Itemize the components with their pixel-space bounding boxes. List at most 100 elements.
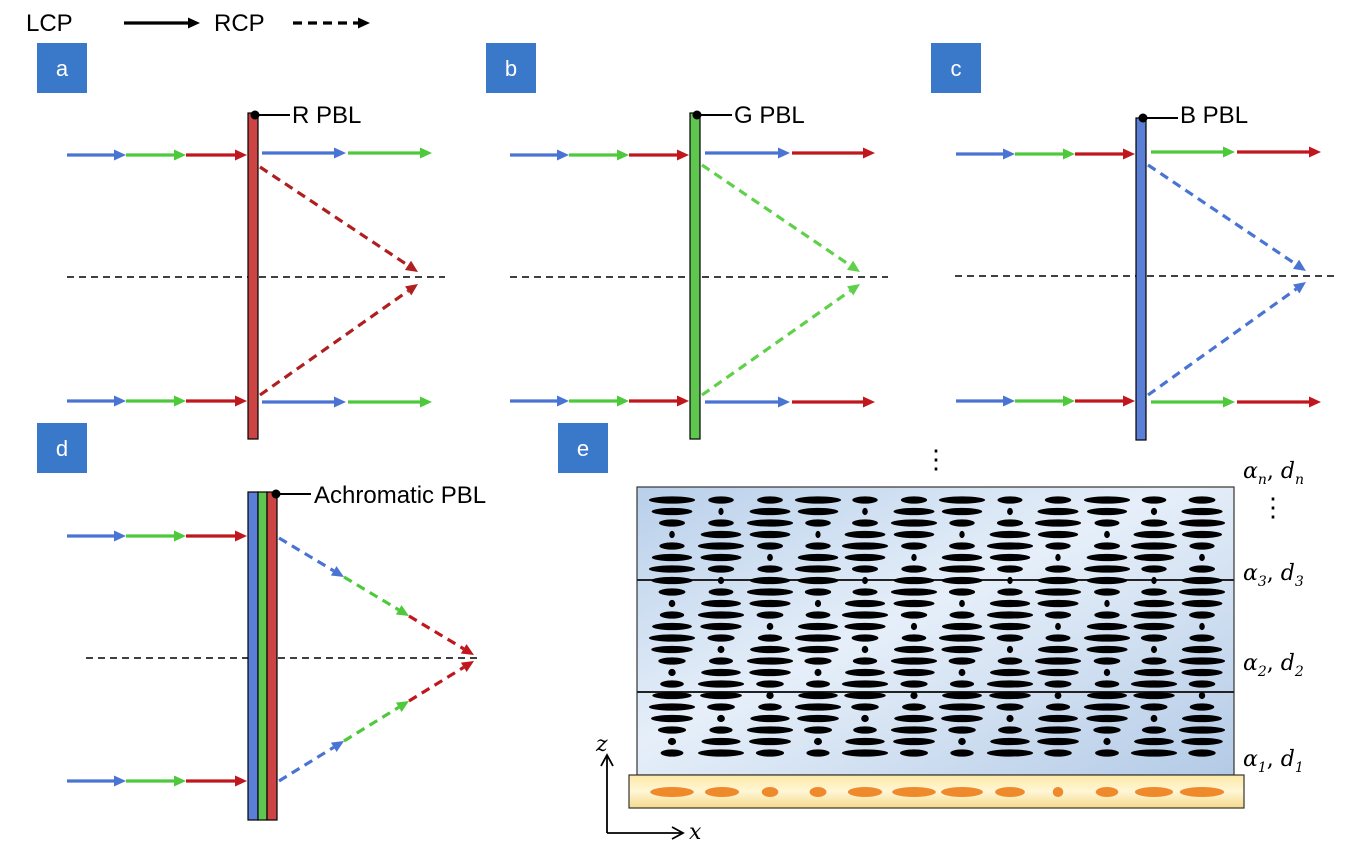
lc-molecule (1150, 714, 1158, 723)
lc-molecule (852, 657, 878, 665)
lc-molecule (893, 507, 935, 516)
lc-molecule (1086, 622, 1128, 631)
lc-molecule (709, 726, 733, 734)
lc-molecule (805, 519, 831, 527)
lc-molecule (900, 496, 928, 504)
lc-molecule (1188, 496, 1216, 504)
substrate-molecule (941, 787, 983, 797)
panel-d-achromatic: Achromatic PBL (67, 482, 486, 821)
top-ellipsis: ⋮ (923, 445, 949, 475)
lc-molecule (804, 588, 832, 596)
lc-molecule (1038, 714, 1078, 723)
lc-molecule (1103, 737, 1111, 746)
focused-beam-arrow (408, 614, 474, 655)
lc-molecule (1181, 507, 1223, 516)
legend-solid-arrow (124, 17, 200, 29)
beam-group (67, 530, 474, 787)
lc-molecule (996, 703, 1024, 711)
lc-molecule (798, 691, 838, 700)
lc-molecule (1104, 530, 1110, 539)
lc-molecule (767, 553, 773, 562)
lc-molecule (794, 496, 842, 504)
lc-molecule (749, 576, 791, 585)
lc-molecule (814, 668, 822, 677)
lc-molecule (949, 680, 975, 688)
lc-molecule (758, 703, 782, 711)
lc-molecule (757, 565, 783, 573)
lc-molecule (766, 622, 774, 631)
lc-molecule (659, 542, 685, 550)
lc-molecule (707, 634, 735, 642)
lc-molecule (1178, 657, 1226, 665)
lc-molecule (1181, 530, 1223, 539)
lc-molecule (1141, 565, 1167, 573)
lc-molecule (1086, 645, 1128, 654)
lc-molecule (1140, 703, 1168, 711)
substrate-molecule (847, 787, 883, 797)
lens-red-layer (266, 491, 278, 821)
lc-molecule (1055, 622, 1061, 631)
lc-molecule (996, 519, 1024, 527)
focused-beam-arrow (343, 701, 409, 743)
beam-group (510, 147, 875, 408)
lc-molecule (989, 622, 1031, 631)
transmitted-beam-arrow (1151, 146, 1235, 158)
input-beam-arrow (1015, 148, 1075, 160)
lens-green-layer (257, 491, 268, 821)
lc-molecule (911, 553, 917, 562)
panel-badge-d: d (37, 423, 87, 473)
input-beam-arrow (126, 149, 186, 161)
lc-molecule (1034, 726, 1082, 734)
lc-molecule (1087, 691, 1127, 700)
lc-molecule (697, 680, 745, 688)
lc-molecule (797, 507, 839, 516)
lc-molecule (894, 714, 934, 723)
transmitted-beam-arrow (705, 396, 790, 408)
lc-molecule (989, 599, 1031, 608)
lc-molecule (890, 657, 938, 665)
beam-group (956, 146, 1321, 408)
lc-molecule (1199, 622, 1205, 631)
input-beam-arrow (67, 149, 126, 161)
lc-molecule (1189, 634, 1215, 642)
lc-molecule (798, 622, 838, 631)
lc-molecule (941, 507, 983, 516)
lc-molecule (893, 599, 935, 608)
lc-molecule (756, 611, 784, 619)
lc-molecule (1007, 576, 1013, 585)
lc-molecule (805, 542, 831, 550)
legend-lcp-label: LCP (26, 10, 73, 37)
lc-molecule (989, 553, 1031, 562)
lc-molecule (853, 726, 877, 734)
lens-blue-layer (247, 491, 259, 821)
lc-molecule (986, 680, 1034, 688)
lc-molecule (845, 737, 885, 746)
lens-label-r-pbl: R PBL (292, 102, 361, 129)
lc-molecule (997, 496, 1023, 504)
lc-molecule (942, 691, 982, 700)
transmitted-beam-arrow (262, 396, 346, 408)
lens-b-pbl (1135, 117, 1147, 441)
lc-molecule (1182, 714, 1222, 723)
focused-beam-arrow (1147, 282, 1306, 397)
lc-molecule (1045, 703, 1071, 711)
lc-molecule (958, 737, 966, 746)
lc-molecule (717, 576, 725, 585)
lc-molecule (797, 645, 839, 654)
lc-molecule (1141, 657, 1167, 665)
lc-molecule (1094, 680, 1120, 688)
lc-molecule (1037, 599, 1079, 608)
input-beam-arrow (67, 530, 126, 542)
lens-label-b-pbl: B PBL (1180, 102, 1248, 129)
lc-molecule (1150, 507, 1158, 516)
lc-molecule (1198, 691, 1206, 700)
lc-molecule (797, 553, 839, 562)
lc-molecule (989, 530, 1031, 539)
lens-r-pbl (247, 112, 259, 440)
lc-molecule (717, 645, 725, 654)
lc-molecule (1086, 507, 1128, 516)
substrate-molecule (1095, 787, 1119, 797)
lc-molecule (749, 668, 791, 677)
lc-molecule (718, 507, 724, 516)
